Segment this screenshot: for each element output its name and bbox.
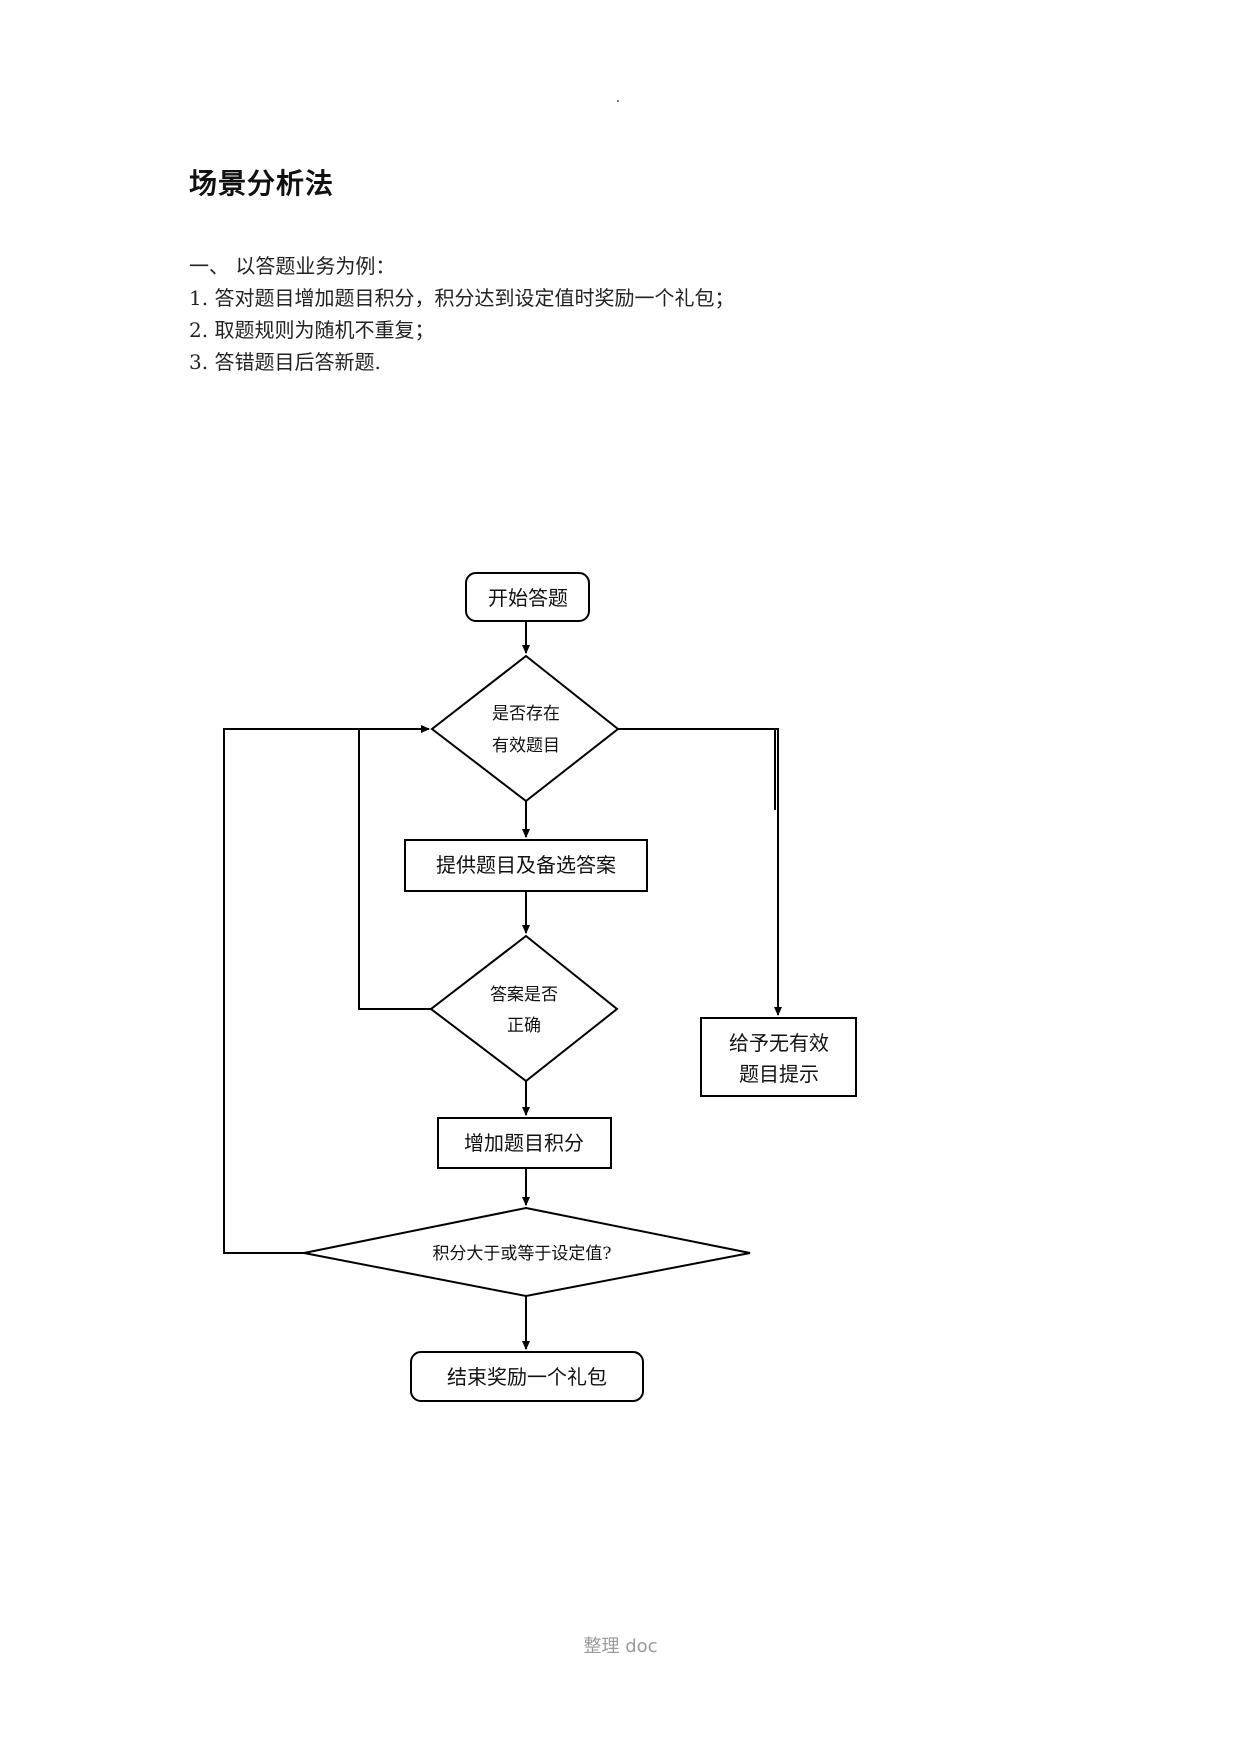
valid-question-decision (430, 654, 620, 803)
answer-correct-decision (429, 934, 619, 1083)
valid-question-label-line2: 有效题目 (492, 736, 560, 756)
intro-line: 1. 答对题目增加题目积分，积分达到设定值时奖励一个礼包； (189, 286, 735, 310)
arrow-no-valid-branch (618, 728, 782, 1016)
score-threshold-label: 积分大于或等于设定值? (432, 1244, 611, 1264)
valid-question-label-line1: 是否存在 (492, 704, 560, 724)
header-mark (617, 100, 619, 102)
intro-line: 一、 以答题业务为例： (189, 254, 396, 278)
end-box (410, 1351, 644, 1402)
arrow-score-loop (223, 728, 359, 1254)
answer-correct-label-line2: 正确 (507, 1016, 541, 1036)
answer-correct-label-line1: 答案是否 (490, 985, 558, 1005)
end-label: 结束奖励一个礼包 (447, 1365, 607, 1389)
provide-question-label: 提供题目及备选答案 (436, 853, 616, 877)
arrow-wrong-answer-loop (358, 725, 431, 1010)
no-valid-question-box (700, 1017, 857, 1097)
no-valid-label-line1: 给予无有效 (729, 1031, 829, 1055)
no-valid-label-line2: 题目提示 (739, 1062, 819, 1086)
start-label: 开始答题 (488, 586, 568, 610)
intro-line: 2. 取题规则为随机不重复； (189, 318, 435, 342)
add-score-label: 增加题目积分 (464, 1131, 584, 1155)
intro-line: 3. 答错题目后答新题. (189, 350, 381, 374)
start-box (465, 572, 590, 622)
page-footer: 整理 doc (583, 1636, 658, 1657)
page-title: 场景分析法 (189, 167, 335, 200)
intro-text: 一、 以答题业务为例： 1. 答对题目增加题目积分，积分达到设定值时奖励一个礼包… (189, 250, 1089, 378)
add-score-box (437, 1117, 612, 1169)
